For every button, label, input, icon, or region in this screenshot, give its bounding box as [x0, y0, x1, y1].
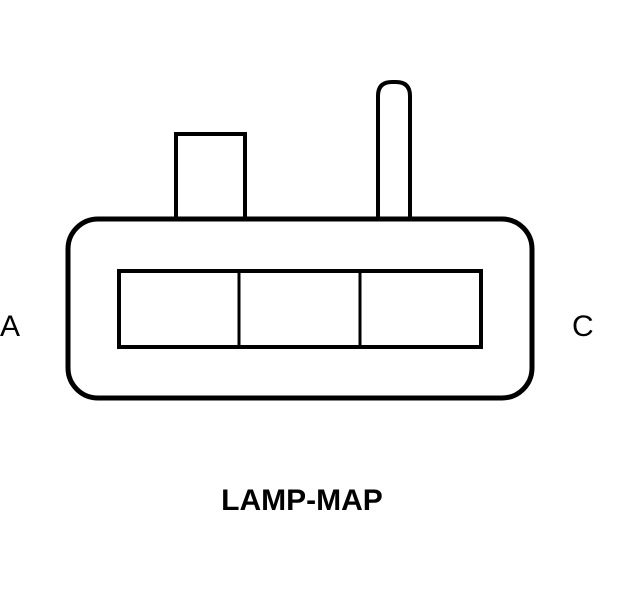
pin-label-a: A [0, 310, 20, 343]
connector-title: LAMP-MAP [221, 484, 383, 517]
cavity-block [117, 269, 483, 349]
connector-key-post [376, 80, 412, 219]
pin-label-c: C [572, 310, 594, 343]
connector-housing [65, 216, 535, 401]
connector-lock-tab [174, 132, 247, 219]
